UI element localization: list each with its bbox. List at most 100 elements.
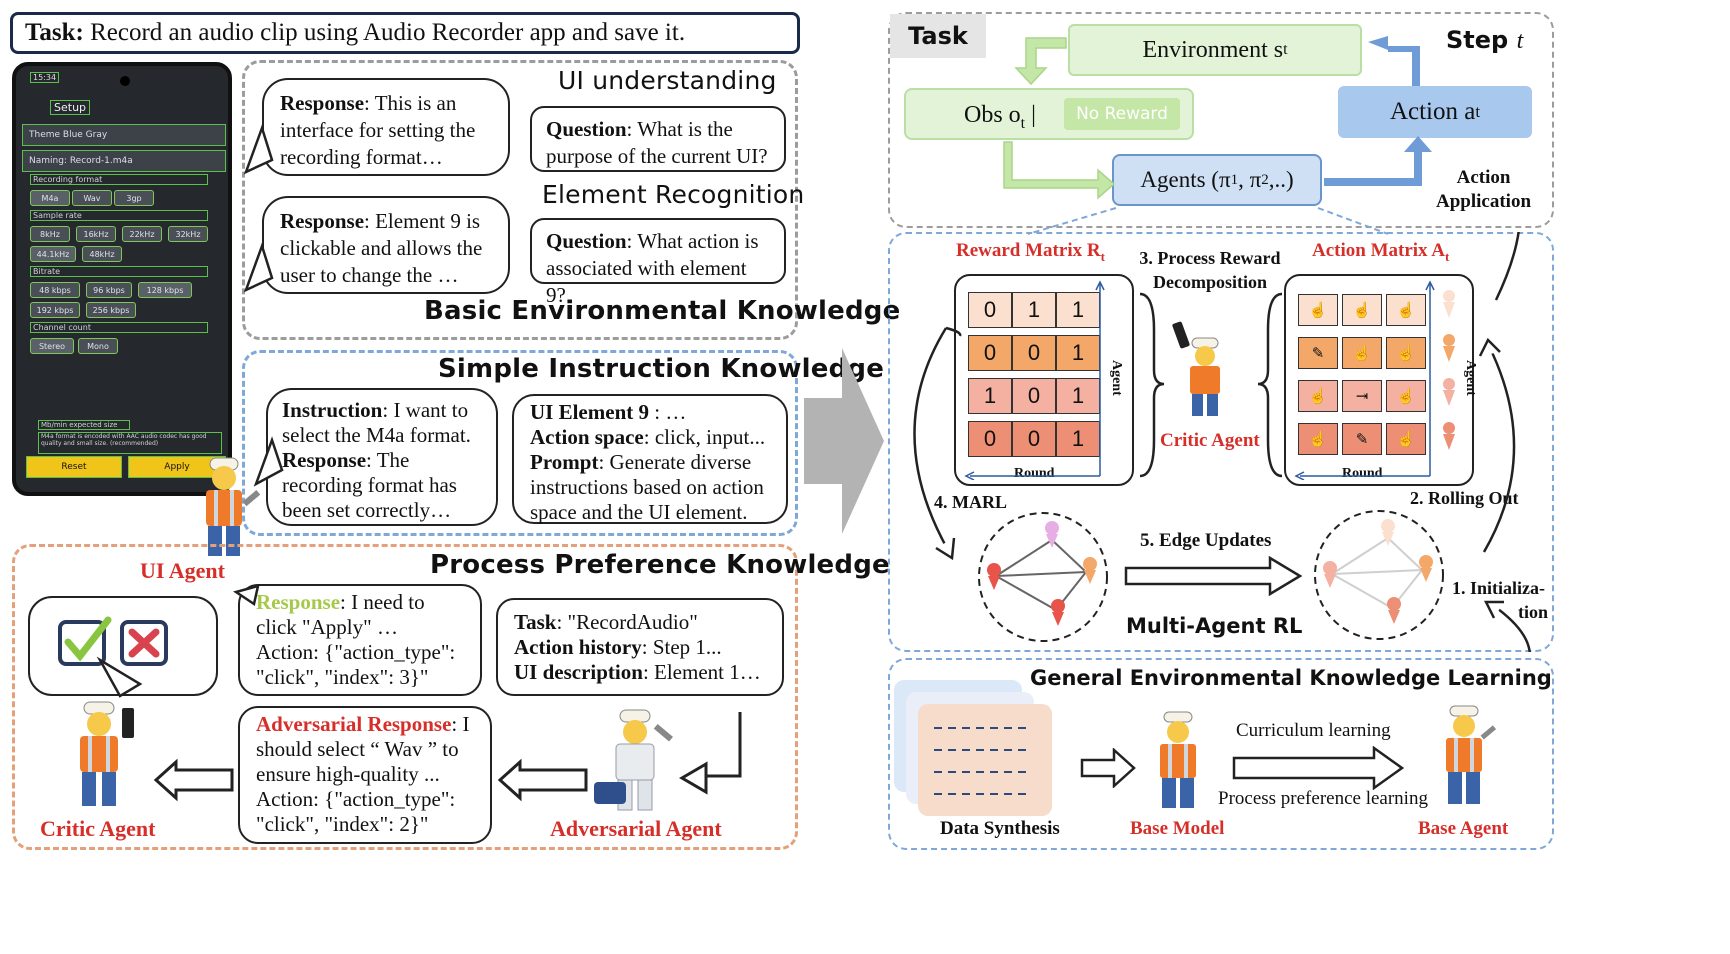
curriculum-label: Curriculum learning bbox=[1236, 720, 1391, 741]
task-text: Record an audio clip using Audio Recorde… bbox=[90, 19, 686, 46]
marl-label: 4. MARL bbox=[934, 492, 1007, 512]
reward-cell: 1 bbox=[1056, 378, 1100, 414]
marl-box bbox=[888, 232, 1554, 652]
simple-instruction-prompt: UI Element 9 : … Action space: click, in… bbox=[512, 394, 788, 524]
phone-rate-22[interactable]: 22kHz bbox=[122, 226, 162, 242]
simple-instruction-bubble: Instruction: I want to select the M4a fo… bbox=[266, 388, 498, 526]
process-response-bubble: Response: I need to click "Apply" … Acti… bbox=[238, 584, 482, 696]
element-recognition-question: Question: What action is associated with… bbox=[530, 218, 786, 307]
phone-rate-caption: Sample rate bbox=[30, 210, 208, 221]
synthesis-arrow bbox=[1080, 748, 1136, 788]
cross-icon bbox=[120, 620, 168, 666]
phone-bitrate-256[interactable]: 256 kbps bbox=[86, 302, 136, 318]
phone-camera bbox=[120, 76, 130, 86]
tap-action-icon: ☝ bbox=[1386, 294, 1426, 326]
action-agent-axis: Agent bbox=[1463, 360, 1478, 396]
adversarial-agent-figure bbox=[594, 709, 673, 811]
action-round-axis: Round bbox=[1342, 466, 1383, 481]
reward-agent-axis: Agent bbox=[1109, 360, 1124, 396]
ui-agent-figure bbox=[206, 457, 261, 556]
simple-instruction-title: Simple Instruction Knowledge bbox=[438, 354, 885, 384]
ui-agent-label: UI Agent bbox=[140, 558, 225, 583]
phone-bitrate-192[interactable]: 192 kbps bbox=[30, 302, 80, 318]
phone-setup-title: Setup bbox=[50, 100, 91, 115]
phone-rate-48[interactable]: 48kHz bbox=[82, 246, 122, 262]
phone-rate-8[interactable]: 8kHz bbox=[30, 226, 70, 242]
tap-action-icon: ☝ bbox=[1298, 294, 1338, 326]
tap-action-icon: ☝ bbox=[1386, 380, 1426, 412]
task-banner: Task: Record an audio clip using Audio R… bbox=[10, 12, 800, 54]
phone-format-wav[interactable]: Wav bbox=[72, 190, 112, 206]
ui-understanding-response: Response: This is an interface for setti… bbox=[262, 78, 510, 176]
action-axes bbox=[1294, 280, 1435, 480]
critic-agent-figure-center bbox=[1172, 321, 1220, 416]
phone-status: 15:34 bbox=[30, 72, 60, 83]
critic-agent-figure-left bbox=[80, 701, 134, 806]
basic-knowledge-title: Basic Environmental Knowledge bbox=[424, 296, 901, 326]
adversarial-response-bubble: Adversarial Response: I should select “ … bbox=[238, 706, 492, 844]
ui-understanding-title: UI understanding bbox=[558, 66, 777, 95]
base-model-figure bbox=[1160, 711, 1196, 808]
critic-agent-label-center: Critic Agent bbox=[1160, 430, 1260, 451]
phone-channel-caption: Channel count bbox=[30, 322, 208, 333]
process-reward-label: 3. Process Reward Decomposition bbox=[1139, 248, 1281, 292]
reward-cell: 1 bbox=[1056, 421, 1100, 457]
phone-format-m4a[interactable]: M4a bbox=[30, 190, 70, 206]
phone-size-note: Mb/min expected size bbox=[38, 420, 130, 430]
obs-box: Obs ot | No Reward bbox=[904, 88, 1194, 140]
process-task-box: Task: "RecordAudio" Action history: Step… bbox=[496, 598, 784, 696]
phone-theme-row[interactable]: Theme Blue Gray bbox=[22, 124, 226, 146]
base-agent-label: Base Agent bbox=[1418, 818, 1509, 839]
reward-cell: 0 bbox=[1012, 421, 1056, 457]
reward-round-axis: Round bbox=[1014, 466, 1055, 481]
phone-format-caption: Recording format bbox=[30, 174, 208, 185]
step-label: Step t bbox=[1446, 26, 1524, 54]
process-preference-box bbox=[12, 544, 798, 850]
phone-format-3gp[interactable]: 3gp bbox=[114, 190, 154, 206]
loop-arrows bbox=[1003, 36, 1432, 235]
tap-action-icon: ☝ bbox=[1298, 423, 1338, 455]
phone-reset-button[interactable]: Reset bbox=[26, 456, 122, 478]
phone-naming-row[interactable]: Naming: Record-1.m4a bbox=[22, 150, 226, 172]
process-pref-learning-label: Process preference learning bbox=[1218, 788, 1428, 809]
tap-action-icon: ☝ bbox=[1386, 423, 1426, 455]
base-model-label: Base Model bbox=[1130, 818, 1225, 839]
critic-agent-label-left: Critic Agent bbox=[40, 816, 156, 841]
tap-action-icon: ☝ bbox=[1386, 337, 1426, 369]
marl-graph-right bbox=[1314, 510, 1444, 640]
phone-channel-mono[interactable]: Mono bbox=[78, 338, 118, 354]
data-synthesis-label: Data Synthesis bbox=[940, 818, 1060, 839]
reward-cell: 0 bbox=[968, 335, 1012, 371]
reward-cell: 1 bbox=[968, 378, 1012, 414]
phone-rate-16[interactable]: 16kHz bbox=[76, 226, 116, 242]
tap-action-icon: ☝ bbox=[1342, 294, 1382, 326]
phone-bitrate-48[interactable]: 48 kbps bbox=[30, 282, 80, 298]
tap-action-icon: ☝ bbox=[1342, 337, 1382, 369]
phone-screenshot: 15:34 Setup Theme Blue Gray Naming: Reco… bbox=[12, 62, 232, 496]
data-lines bbox=[934, 727, 1032, 795]
enter-action-icon: ⇥ bbox=[1342, 380, 1382, 412]
task-loop-box bbox=[888, 12, 1554, 228]
rolling-out-label: 2. Rolling Out bbox=[1410, 488, 1519, 508]
edge-updates-label: 5. Edge Updates bbox=[1140, 530, 1272, 551]
basic-knowledge-box bbox=[242, 60, 798, 340]
element-recognition-title: Element Recognition bbox=[542, 180, 805, 209]
check-icon bbox=[58, 616, 112, 666]
base-agent-figure bbox=[1446, 705, 1497, 804]
task-tab: Task bbox=[890, 14, 986, 58]
phone-rate-32[interactable]: 32kHz bbox=[168, 226, 208, 242]
reward-axes bbox=[964, 280, 1105, 480]
data-stack-front bbox=[918, 704, 1052, 816]
action-application-label: Action Application bbox=[1436, 167, 1532, 212]
task-prefix: Task: bbox=[25, 19, 84, 46]
learning-arrow bbox=[1232, 746, 1404, 790]
phone-rate-44[interactable]: 44.1kHz bbox=[30, 246, 76, 262]
phone-channel-stereo[interactable]: Stereo bbox=[30, 338, 74, 354]
phone-bitrate-96[interactable]: 96 kbps bbox=[86, 282, 132, 298]
input-action-icon: ✎ bbox=[1298, 337, 1338, 369]
agent-pins bbox=[1443, 290, 1455, 450]
phone-bitrate-128[interactable]: 128 kbps bbox=[138, 282, 192, 298]
